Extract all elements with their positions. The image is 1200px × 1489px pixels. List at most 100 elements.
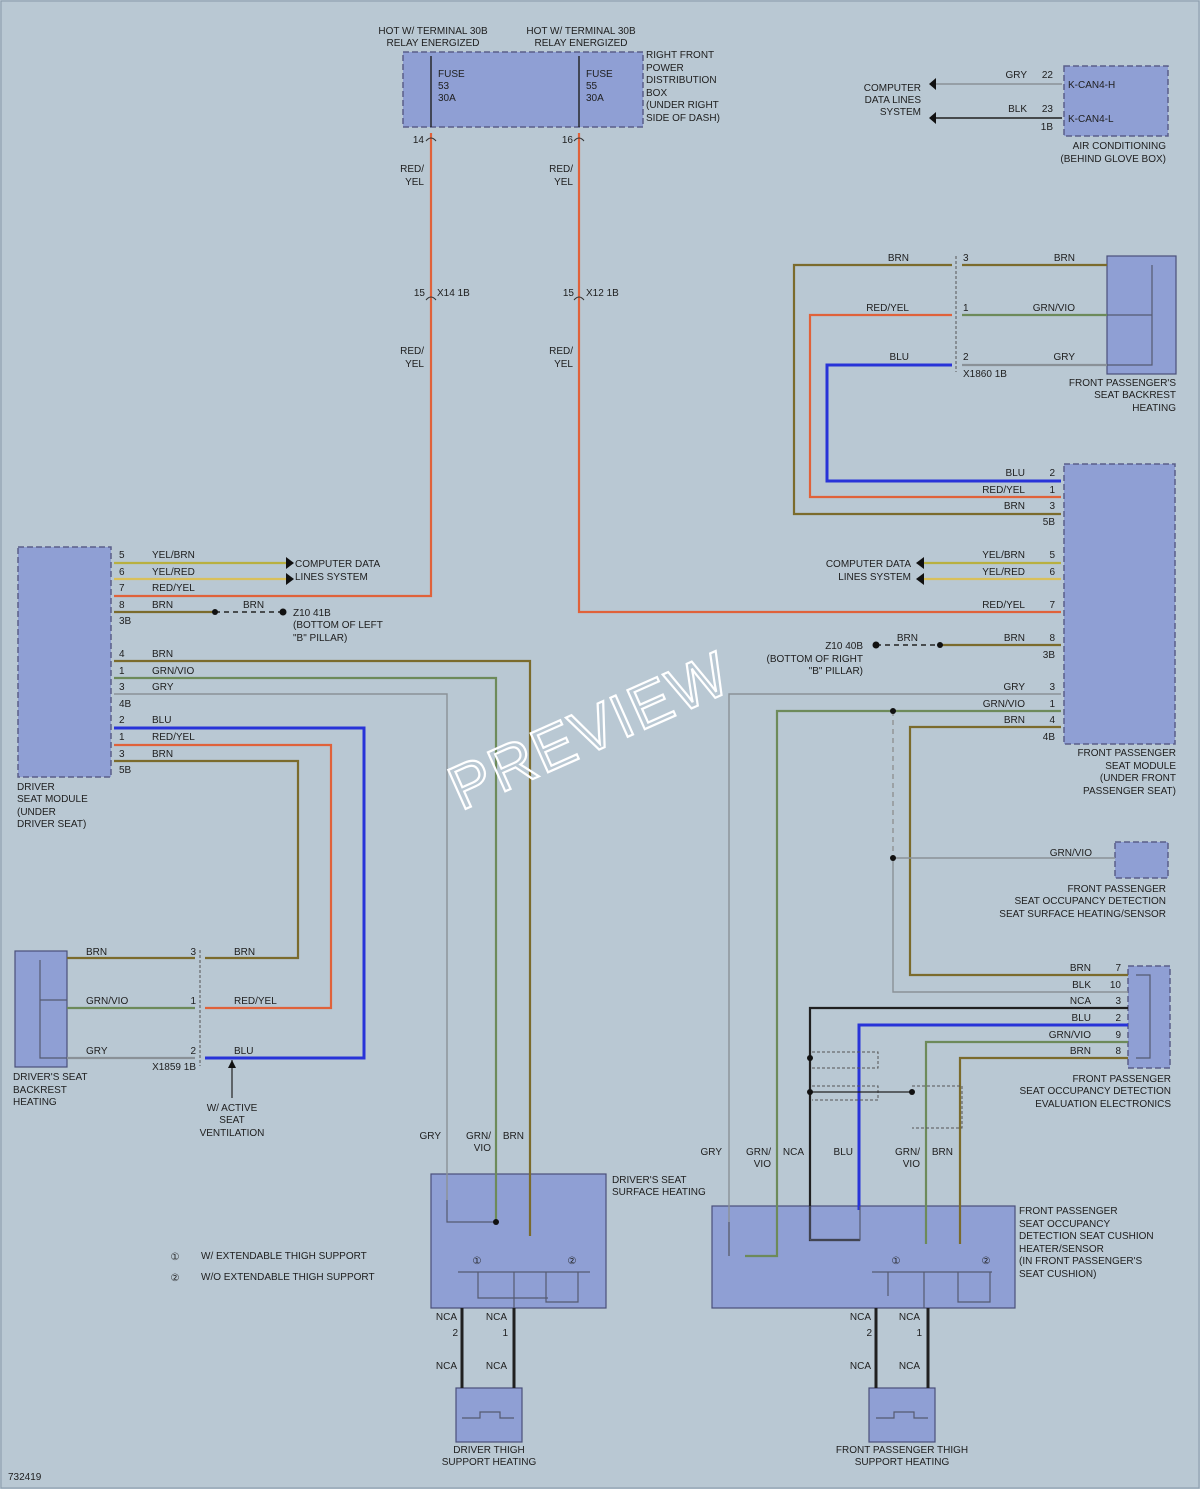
pin-label: 3 [1115, 996, 1121, 1007]
splice-dot [890, 855, 896, 861]
ground-loc-2: "B" PILLAR) [809, 666, 863, 677]
wire-label: RED/ [549, 346, 573, 357]
pin-label: 7 [119, 583, 125, 594]
hot-label-right-2: RELAY ENERGIZED [535, 38, 628, 49]
driver-surface-heater [430, 1173, 607, 1309]
fuse55-rating: 30A [586, 93, 604, 104]
passenger-cushion-internal [728, 1206, 992, 1308]
pdb-name-6: SIDE OF DASH) [646, 113, 720, 124]
pin-label: 7 [1049, 600, 1055, 611]
wire-label: YEL/BRN [152, 550, 195, 561]
wire-label: BRN [86, 947, 107, 958]
wire-eval-brn [958, 1056, 1128, 1244]
drv-surface-name-2: SURFACE HEATING [612, 1187, 706, 1198]
ventilation-arrow [228, 1060, 236, 1068]
wire-label: BRN [234, 947, 255, 958]
conn-4b: 4B [119, 699, 132, 710]
wire-label: BRN [1004, 715, 1025, 726]
conn-5b: 5B [119, 765, 132, 776]
occupancy-evaluation [1127, 965, 1171, 1069]
wire-label: YEL/BRN [982, 550, 1025, 561]
conn-3b: 3B [1043, 650, 1056, 661]
pass-cdl-2: LINES SYSTEM [838, 572, 911, 583]
ac-data-arrows [929, 78, 936, 124]
pin-label: 1 [119, 732, 125, 743]
wire-label: BLU [890, 352, 909, 363]
pin-label: 2 [866, 1328, 872, 1339]
wire-pass-gry [728, 693, 1061, 1256]
pin-label: 3 [190, 947, 196, 958]
pass-backrest-name-1: FRONT PASSENGER'S [1069, 378, 1176, 389]
ventilation-2: SEAT [219, 1115, 244, 1126]
ac-wire-blk: BLK [1008, 104, 1027, 115]
pin-label: 9 [1115, 1030, 1121, 1041]
legend-text-2: W/O EXTENDABLE THIGH SUPPORT [201, 1272, 375, 1283]
wire-label: BRN [1070, 1046, 1091, 1057]
wire-label: NCA [850, 1361, 871, 1372]
wire-label: NCA [899, 1312, 920, 1323]
wire-label: GRY [152, 682, 174, 693]
wire-label: BRN [152, 600, 173, 611]
splice-dot [807, 1055, 813, 1061]
pin-label: 2 [1115, 1013, 1121, 1024]
wire-label: NCA [486, 1312, 507, 1323]
hot-label-right-1: HOT W/ TERMINAL 30B [526, 26, 636, 37]
passenger-data-arrows [916, 557, 924, 585]
wire-label: NCA [899, 1361, 920, 1372]
wire-label: BRN [152, 749, 173, 760]
wire-label: RED/YEL [234, 996, 277, 1007]
wire-label: NCA [783, 1147, 804, 1158]
preview-watermark: PREVIEW [439, 639, 741, 824]
drv-module-name-1: DRIVER [17, 782, 55, 793]
wire-label: VIO [903, 1159, 920, 1170]
wire-drv-backrest-brn [114, 759, 300, 960]
ventilation-3: VENTILATION [200, 1128, 265, 1139]
drv-thigh-name-2: SUPPORT HEATING [442, 1457, 537, 1468]
wire-label: GRN/VIO [1050, 848, 1092, 859]
pin-label: 1 [1049, 699, 1055, 710]
wire-label: BLU [834, 1147, 853, 1158]
passenger-thigh-internal [876, 1411, 928, 1419]
ground-loc-2: "B" PILLAR) [293, 633, 347, 644]
air-conditioning-module [1063, 65, 1169, 137]
occ-eval-name-2: SEAT OCCUPANCY DETECTION [1019, 1086, 1171, 1097]
wire-label: BRN [888, 253, 909, 264]
eval-internal [1136, 974, 1151, 1059]
pdb-name-5: (UNDER RIGHT [646, 100, 719, 111]
pass-module-name-4: PASSENGER SEAT) [1083, 786, 1176, 797]
splice-dot [807, 1089, 813, 1095]
wire-label: BLU [234, 1046, 253, 1057]
occ-eval-name-3: EVALUATION ELECTRONICS [1035, 1099, 1171, 1110]
pin-label: 1 [190, 996, 196, 1007]
ground-z10-40b: Z10 40B [825, 641, 863, 652]
wire-label: NCA [436, 1361, 457, 1372]
wire-label: VIO [754, 1159, 771, 1170]
pin-label: 3 [1049, 682, 1055, 693]
connector-symbols [425, 137, 585, 301]
pin-label: 6 [1049, 567, 1055, 578]
conn-x12-pin: 15 [563, 288, 575, 299]
drv-module-name-4: DRIVER SEAT) [17, 819, 86, 830]
pin-label: 3 [119, 682, 125, 693]
driver-seat-module [17, 546, 112, 778]
pass-cdl-1: COMPUTER DATA [826, 559, 912, 570]
ventilation-1: W/ ACTIVE [207, 1103, 258, 1114]
wire-drv-surface-grnvio [114, 676, 498, 1222]
pass-cushion-name-2: SEAT OCCUPANCY [1019, 1219, 1110, 1230]
pdb-name-2: POWER [646, 63, 684, 74]
wire-label: RED/YEL [982, 485, 1025, 496]
conn-x12: X12 1B [586, 288, 619, 299]
fuse53-number: 53 [438, 81, 450, 92]
ac-name-1: AIR CONDITIONING [1073, 141, 1167, 152]
ac-kcan-l: K-CAN4-L [1068, 114, 1114, 125]
wire-label: YEL [405, 177, 424, 188]
drv-cdl-1: COMPUTER DATA [295, 559, 381, 570]
occ-sensor-name-3: SEAT SURFACE HEATING/SENSOR [999, 909, 1166, 920]
wire-label: GRN/ [895, 1147, 920, 1158]
pass-module-name-1: FRONT PASSENGER [1077, 748, 1176, 759]
diagram-id: 732419 [8, 1472, 42, 1483]
pin-label: 10 [1110, 980, 1122, 991]
pin-label: 1 [502, 1328, 508, 1339]
wire-label: NCA [1070, 996, 1091, 1007]
